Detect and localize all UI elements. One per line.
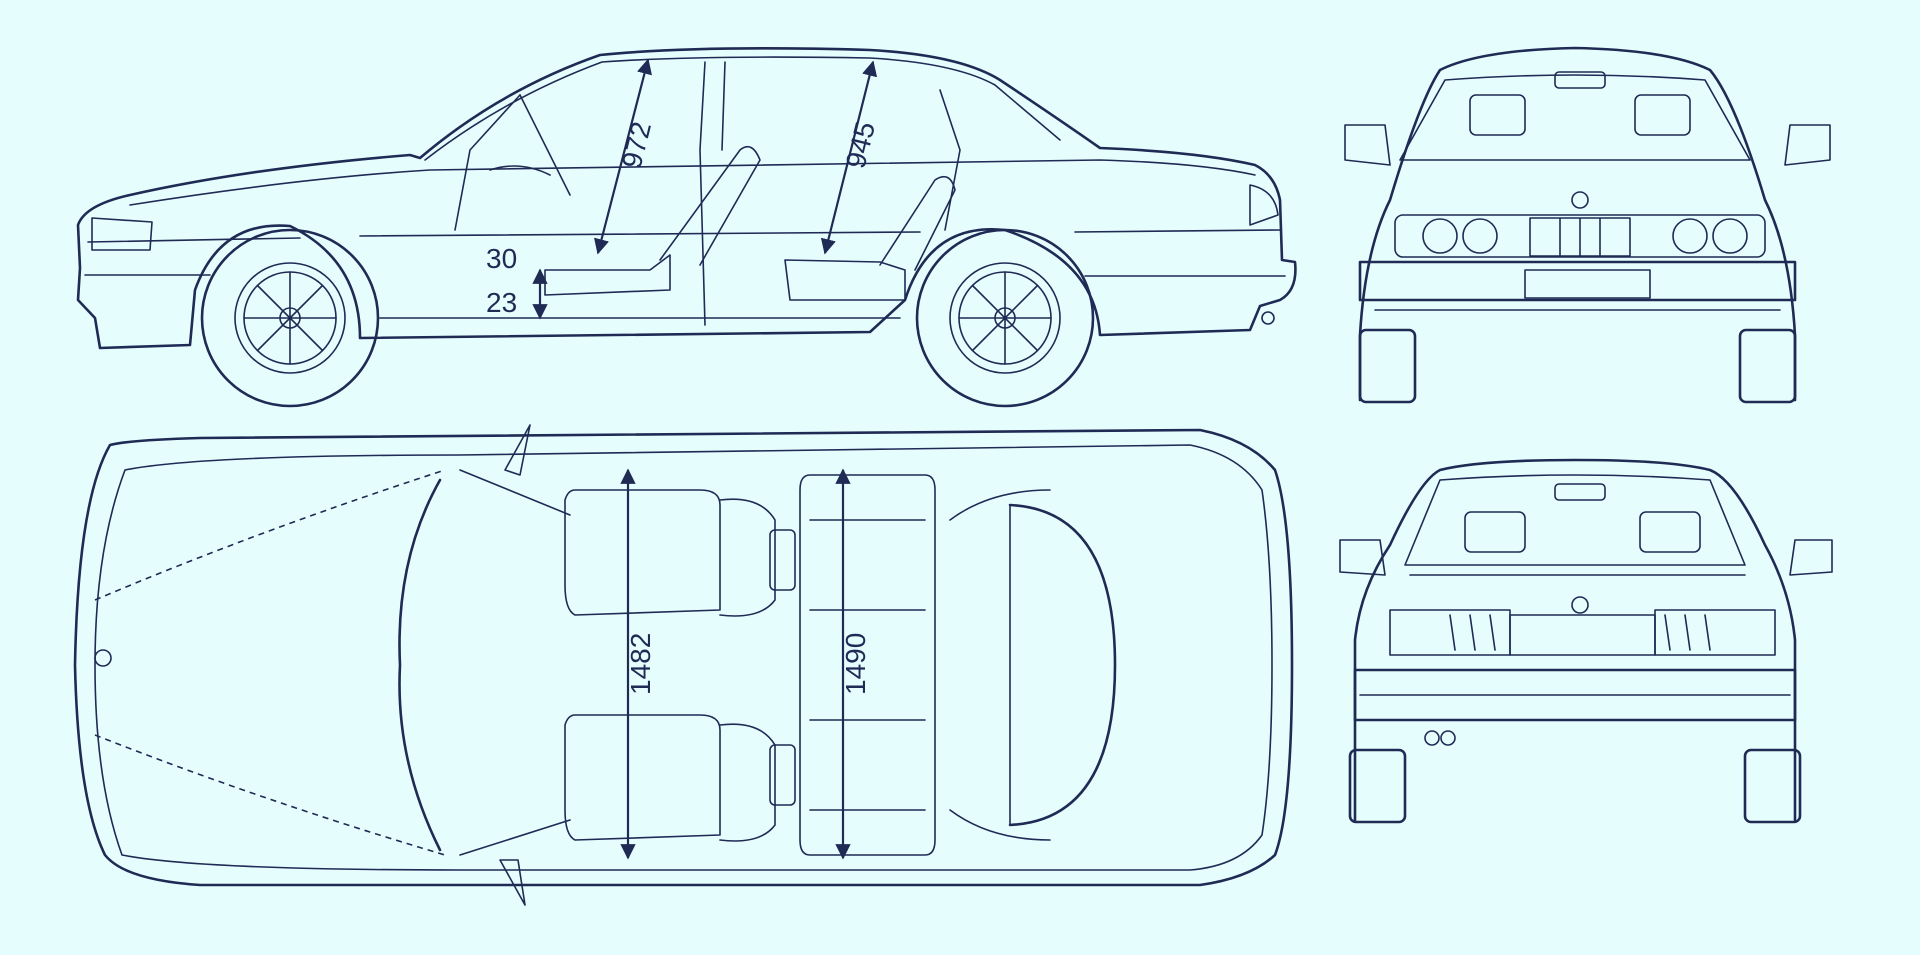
rear-view bbox=[1339, 458, 1833, 824]
dim-line-972 bbox=[594, 58, 652, 255]
top-view: 1482 1490 bbox=[73, 424, 1294, 906]
front-view bbox=[1344, 46, 1831, 404]
dim-line-945 bbox=[820, 60, 878, 255]
dim-label-1490: 1490 bbox=[840, 633, 871, 695]
dim-label-1482: 1482 bbox=[625, 633, 656, 695]
dim-label-23: 23 bbox=[486, 287, 517, 318]
dim-label-30: 30 bbox=[486, 243, 517, 274]
side-view: 972 945 30 23 bbox=[76, 47, 1297, 408]
dim-label-972: 972 bbox=[616, 119, 657, 172]
